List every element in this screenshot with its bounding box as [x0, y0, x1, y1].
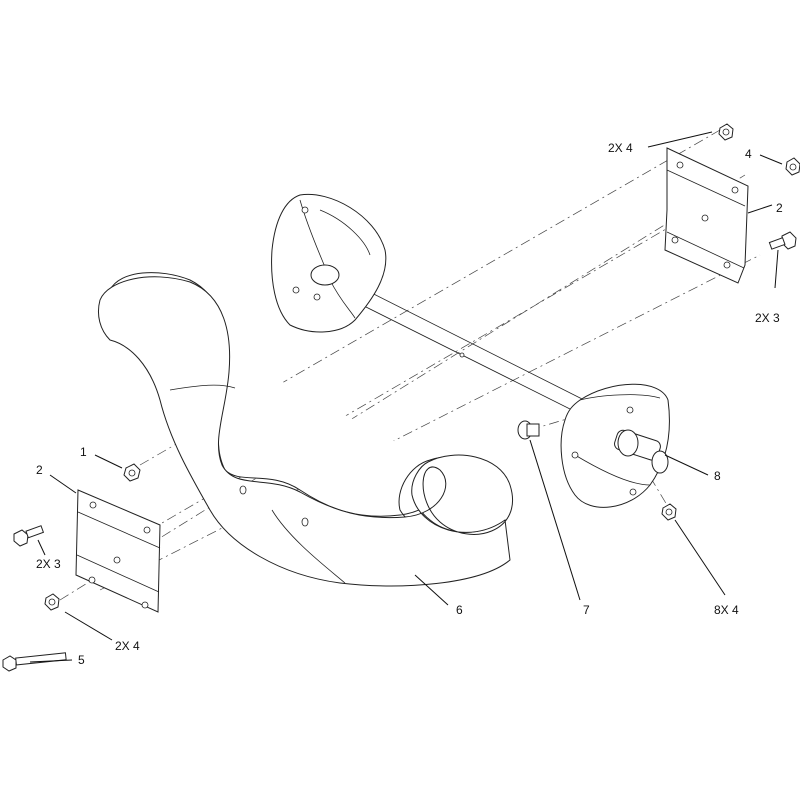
bearing-part-7 [517, 420, 540, 440]
callout-labels: 1 2 2X 3 2X 4 5 6 7 8 8X 4 2X 4 4 2 2X 3 [36, 141, 783, 667]
nut-part-4-right [785, 157, 800, 176]
callout-2-left: 2 [36, 463, 43, 477]
callout-6: 6 [456, 603, 463, 617]
leader-lines [29, 131, 783, 663]
callout-3-right: 2X 3 [755, 311, 780, 325]
plate-part-2-right [664, 147, 749, 284]
callout-3-left: 2X 3 [36, 557, 61, 571]
shaft [321, 271, 599, 421]
bearing-plate-rear [271, 193, 387, 333]
bolt-part-3-right [768, 231, 797, 250]
nut-part-4-top [718, 123, 734, 141]
plate-part-2-left [75, 489, 161, 613]
callout-2-right: 2 [776, 201, 783, 215]
callout-8: 8 [714, 469, 721, 483]
callout-5: 5 [78, 653, 85, 667]
nut-part-4-bottom [661, 503, 677, 521]
callout-1: 1 [80, 445, 87, 459]
bolt-part-3-left [13, 525, 45, 547]
callout-8x4: 8X 4 [714, 603, 739, 617]
nut-part-4-left [44, 593, 60, 611]
housing-part-6 [97, 272, 513, 587]
callout-4-single: 4 [745, 147, 752, 161]
callout-4-left: 2X 4 [115, 639, 140, 653]
callout-4-top: 2X 4 [608, 141, 633, 155]
bolt-part-5 [2, 652, 67, 672]
bearing-plate-front [560, 383, 670, 508]
callout-7: 7 [583, 603, 590, 617]
nut-part-1 [123, 463, 141, 482]
